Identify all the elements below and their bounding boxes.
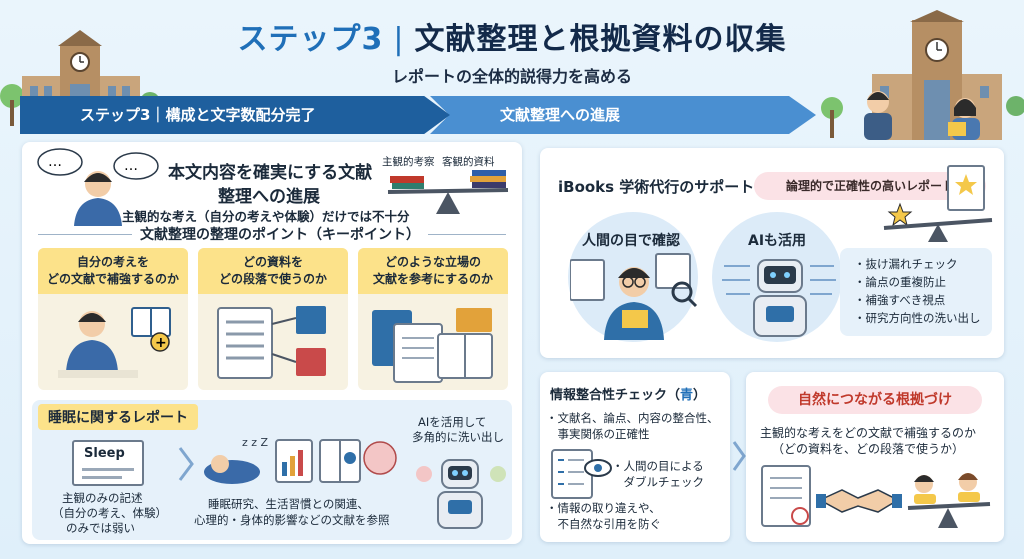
key-point-2-line2: どの段落で使うのか (218, 272, 327, 286)
sleep-left-text-3: のみでは弱い (66, 521, 135, 535)
title-separator: | (393, 22, 405, 57)
chevron-right-icon-2 (732, 441, 746, 471)
person-reading-icon (570, 253, 698, 340)
human-check-label: 人間の目で確認 (582, 233, 680, 249)
student-writing-icon: + (58, 307, 171, 378)
sleep-ai-text-1: AIを活用して (418, 415, 487, 429)
sleep-middle-text-1: 睡眠研究、生活習慣との関連、 (208, 497, 369, 511)
sleep-ai-text-2: 多角的に洗い出し (412, 430, 504, 444)
key-point-3: どのような立場の文献を参考にするのか (358, 248, 508, 390)
key-point-2-header: どの資料をどの段落で使うのか (198, 248, 348, 294)
svg-text:…: … (124, 158, 138, 174)
key-point-3-line1: どのような立場の (384, 255, 481, 269)
progress-arrow-next: 文献整理への進展 (430, 96, 816, 134)
check-item-2-line1: ・人間の目による (612, 459, 704, 473)
check-title: 情報整合性チェック（青） (550, 384, 706, 403)
svg-text:+: + (155, 335, 167, 351)
evidence-line1: 主観的な考えをどの文献で補強するのか (760, 426, 977, 440)
scale-label-subjective: 主観的考察 (382, 156, 435, 168)
evidence-card: 自然につながる根拠づけ 主観的な考えをどの文献で補強するのか （どの資料を、どの… (746, 372, 1004, 542)
checklist-eye-icon (551, 449, 612, 499)
ai-robot-icon (722, 259, 836, 337)
sleep-left-text-1: 主観のみの記述 (62, 491, 143, 505)
support-title: iBooks 学術代行のサポート (558, 178, 755, 196)
support-bullet-3: ・補強すべき視点 (854, 293, 946, 307)
left-card-heading-line1: 本文内容を確実にする文献 (168, 163, 373, 183)
key-point-2: どの資料をどの段落で使うのか (198, 248, 348, 390)
left-card-note: 主観的な考え（自分の考えや体験）だけでは不十分 (122, 209, 410, 224)
key-point-3-line2: 文献を参考にするのか (372, 272, 494, 286)
progress-arrow-next-label: 文献整理への進展 (500, 106, 621, 124)
key-point-1-line1: 自分の考えを (76, 255, 149, 269)
check-item-3-line1: ・情報の取り違えや、 (546, 501, 661, 515)
robot-icon (416, 459, 506, 529)
key-point-2-line1: どの資料を (242, 255, 303, 269)
ibooks-support-card: iBooks 学術代行のサポート 論理的で正確性の高いレポート 人間の目で確認 … (540, 148, 1004, 358)
title-step: ステップ3 (237, 22, 384, 57)
consistency-check-card: 情報整合性チェック（青） ・文献名、論点、内容の整合性、 事実関係の正確性 ・人… (540, 372, 730, 542)
sleep-document-label: Sleep (84, 446, 125, 461)
key-point-1: 自分の考えをどの文献で補強するのか + (38, 248, 188, 390)
page-title: ステップ3 | 文献整理と根拠資料の収集 (0, 14, 1024, 58)
support-bullet-1: ・抜け漏れチェック (854, 257, 958, 271)
progress-arrow-current: ステップ3｜構成と文字数配分完了 (20, 96, 450, 134)
chevron-right-icon (178, 447, 194, 481)
balance-scale-star-icon (883, 165, 993, 242)
check-title-accent: 青 (680, 388, 694, 403)
ai-usage-label: AIも活用 (748, 233, 807, 249)
check-item-3-line2: 不自然な引用を防ぐ (546, 517, 661, 531)
sleep-document-icon: Sleep (72, 440, 144, 486)
sleep-report-title: 睡眠に関するレポート (38, 404, 198, 430)
check-title-prefix: 情報整合性チェック（ (550, 388, 681, 403)
evidence-pill: 自然につながる根拠づけ (768, 386, 982, 414)
check-item-2-line2: ダブルチェック (612, 475, 704, 489)
sleep-research-icons: z z Z (204, 436, 397, 484)
scale-label-objective: 客観的資料 (442, 156, 495, 168)
support-bullet-4: ・研究方向性の洗い出し (854, 311, 981, 325)
svg-text:z z Z: z z Z (242, 436, 269, 449)
support-bullet-2: ・論点の重複防止 (854, 275, 946, 289)
university-building-right (821, 10, 1024, 140)
document-sort-icon (217, 306, 326, 379)
key-point-1-header: 自分の考えをどの文献で補強するのか (38, 248, 188, 294)
svg-text:…: … (48, 154, 62, 170)
title-text: 文献整理と根拠資料の収集 (414, 22, 787, 57)
balance-scale-icon (387, 170, 509, 214)
key-points-title: 文献整理の整理のポイント（キーポイント） (132, 224, 428, 244)
sleep-left-text-2: （自分の考え、体験） (52, 506, 167, 520)
handshake-scale-icon (761, 465, 991, 528)
page-subtitle: レポートの全体的説得力を高める (391, 67, 632, 86)
literature-organization-card: … … 本文内容を確実にする文献 整理への進展 主観的な考え（自分の考えや体験）… (22, 142, 522, 544)
thinking-person-icon: … … (37, 148, 159, 226)
sleep-middle-text-2: 心理的・身体的影響などの文献を参照 (194, 513, 390, 527)
check-item-1-line1: ・文献名、論点、内容の整合性、 (546, 411, 719, 425)
progress-arrow-current-label: ステップ3｜構成と文字数配分完了 (80, 106, 316, 124)
evidence-line2: （どの資料を、どの段落で使うか） (772, 442, 965, 456)
sleep-report-panel: 睡眠に関するレポート Sleep 主観のみの記述 （自分の考え、体験） のみでは… (32, 400, 512, 540)
left-card-heading-line2: 整理への進展 (218, 187, 320, 207)
check-item-1-line2: 事実関係の正確性 (546, 427, 650, 441)
reference-books-icon (372, 308, 493, 383)
key-point-1-line2: どの文献で補強するのか (46, 272, 179, 286)
check-title-suffix: ） (693, 388, 707, 403)
key-point-3-header: どのような立場の文献を参考にするのか (358, 248, 508, 294)
support-bullets-box (840, 248, 992, 336)
